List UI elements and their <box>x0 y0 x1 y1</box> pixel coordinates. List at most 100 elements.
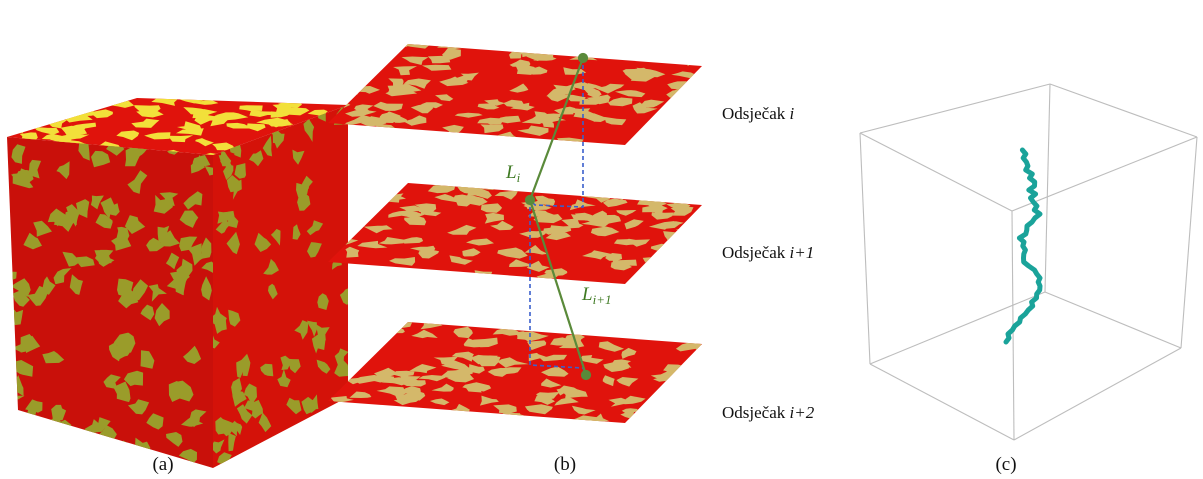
pore <box>58 134 90 140</box>
pore <box>239 105 263 111</box>
slice-label-1: Odsječak i <box>722 104 795 123</box>
pore <box>213 331 220 349</box>
pore <box>598 341 624 352</box>
pore <box>124 215 146 234</box>
pore <box>213 306 227 327</box>
pore <box>268 435 281 457</box>
pore <box>402 237 424 244</box>
pore <box>190 154 205 174</box>
pore <box>533 52 557 61</box>
pore <box>311 334 326 354</box>
pore <box>441 360 471 370</box>
pore <box>484 99 506 106</box>
pore <box>223 164 234 180</box>
pore <box>680 192 698 201</box>
segment-label-lower: Li+1 <box>581 284 611 307</box>
pore <box>415 278 443 284</box>
pore <box>399 378 426 387</box>
pore <box>601 214 621 224</box>
pore <box>471 337 498 348</box>
panel-b-label: (b) <box>554 454 576 475</box>
pore <box>301 396 317 415</box>
pore <box>14 360 34 377</box>
pore <box>243 383 257 405</box>
pore <box>306 220 324 236</box>
pore <box>388 115 408 123</box>
pore <box>640 99 665 108</box>
pore <box>690 135 702 144</box>
pore <box>355 60 379 67</box>
pore <box>176 98 204 100</box>
pore <box>171 380 194 402</box>
pore <box>388 415 406 423</box>
pore <box>231 377 242 399</box>
pore <box>342 288 348 306</box>
pore <box>571 405 596 415</box>
pore <box>25 399 43 413</box>
pore <box>316 359 331 374</box>
pore <box>544 183 573 188</box>
slice-2 <box>328 183 702 284</box>
pore <box>629 141 652 145</box>
pore <box>659 410 683 419</box>
pore <box>295 441 306 459</box>
pore <box>466 238 494 246</box>
pore <box>254 232 272 252</box>
pore <box>454 112 483 118</box>
pore <box>179 210 199 228</box>
pore <box>370 277 397 284</box>
pore <box>90 195 104 210</box>
pore <box>516 417 549 423</box>
pore <box>280 355 292 370</box>
panel-c-label: (c) <box>995 454 1016 475</box>
pore <box>657 278 686 284</box>
pore <box>113 381 131 403</box>
slice-3 <box>328 322 702 423</box>
pore <box>458 194 488 206</box>
pore <box>431 276 455 284</box>
pore <box>204 166 213 176</box>
projection-lines <box>529 58 587 376</box>
pore <box>45 110 73 120</box>
pore <box>670 206 694 216</box>
pore <box>30 101 57 109</box>
pore <box>642 204 668 216</box>
pore <box>263 258 279 275</box>
pore <box>217 211 231 224</box>
pore <box>407 418 431 423</box>
pore <box>345 109 377 117</box>
pore <box>339 46 356 57</box>
path-node-1 <box>577 52 589 64</box>
pore <box>552 183 581 193</box>
pore <box>42 351 65 364</box>
porous-cube <box>7 98 348 468</box>
pore <box>47 208 67 227</box>
cube-right-face <box>213 105 348 468</box>
pore <box>332 68 353 77</box>
pore <box>286 397 302 415</box>
pore <box>629 191 659 200</box>
pore <box>140 304 155 321</box>
pore <box>62 251 82 267</box>
pore <box>610 183 637 191</box>
pore <box>582 83 605 89</box>
pore <box>174 274 187 296</box>
pore <box>374 367 396 379</box>
pore <box>479 395 499 406</box>
pore <box>41 425 62 444</box>
pore <box>398 280 423 284</box>
pore <box>144 132 171 140</box>
pore <box>561 389 588 399</box>
pore <box>421 64 452 71</box>
pore <box>602 375 615 387</box>
pore <box>60 98 86 103</box>
pore <box>684 409 700 417</box>
pore <box>527 340 547 351</box>
pore <box>349 391 372 398</box>
pore <box>268 283 278 300</box>
pore <box>615 324 640 332</box>
pore <box>78 140 90 161</box>
pore <box>86 448 104 468</box>
pore <box>18 415 40 430</box>
pore <box>586 44 608 54</box>
